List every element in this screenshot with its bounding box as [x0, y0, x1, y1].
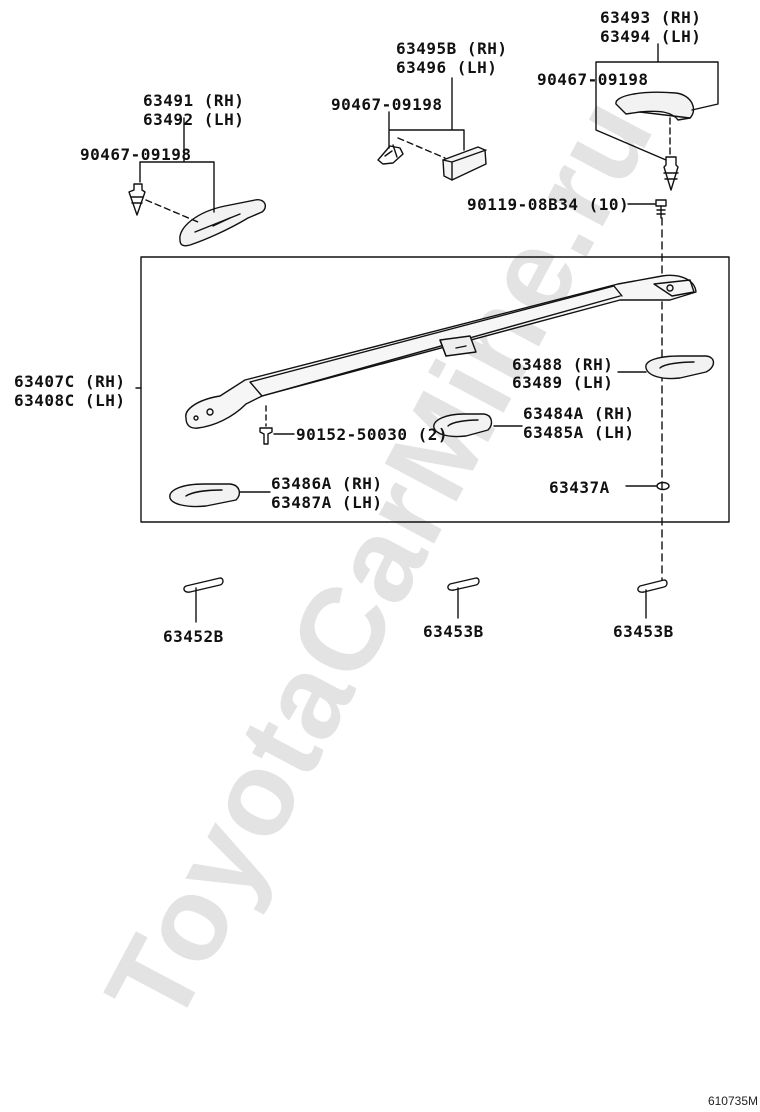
front-clip [128, 183, 146, 216]
front-pad [169, 483, 241, 508]
middle-cover-leader [388, 77, 465, 151]
front-clip-dash [145, 199, 199, 223]
label-screw: 90152-50030 (2) [296, 425, 448, 444]
label-cover-rear-rh: 63493 (RH) [600, 8, 702, 27]
figure-id: 610735M [707, 1094, 758, 1108]
rear-clip [663, 156, 679, 191]
front-end-cover [179, 199, 267, 247]
screw [259, 427, 273, 445]
middle-clip-dash [397, 137, 446, 159]
roof-rail [185, 274, 697, 429]
label-pad-mid-lh: 63485A (LH) [523, 423, 635, 442]
label-bolt: 90119-08B34 (10) [467, 195, 630, 214]
middle-cover [442, 146, 487, 181]
label-pad-rear-rh: 63488 (RH) [512, 355, 614, 374]
rear-cover-leader [595, 43, 719, 161]
middle-clip [377, 144, 404, 165]
gasket-middle [447, 577, 480, 619]
label-gasket-rear: 63453B [613, 622, 674, 641]
gasket-rear [637, 579, 668, 619]
rear-pad [645, 355, 715, 380]
label-gasket-mid: 63453B [423, 622, 484, 641]
label-cap: 63437A [549, 478, 610, 497]
label-clip-c: 90467-09198 [537, 70, 649, 89]
label-clip-b: 90467-09198 [331, 95, 443, 114]
label-cover-mid-lh: 63496 (LH) [396, 58, 498, 77]
cap [656, 481, 670, 491]
label-cover-mid-rh: 63495B (RH) [396, 39, 508, 58]
label-gasket-front: 63452B [163, 627, 224, 646]
middle-pad [433, 413, 493, 438]
label-pad-mid-rh: 63484A (RH) [523, 404, 635, 423]
label-cover-front-rh: 63491 (RH) [143, 91, 245, 110]
assembly-frame [140, 256, 730, 523]
front-cover-leader [139, 117, 215, 213]
label-pad-front-lh: 63487A (LH) [271, 493, 383, 512]
bolt [655, 199, 667, 219]
gasket-front [183, 577, 224, 623]
label-pad-rear-lh: 63489 (LH) [512, 373, 614, 392]
label-rail-rh: 63407C (RH) [14, 372, 126, 391]
rear-end-cover [615, 91, 695, 121]
label-cover-rear-lh: 63494 (LH) [600, 27, 702, 46]
label-rail-lh: 63408C (LH) [14, 391, 126, 410]
label-pad-front-rh: 63486A (RH) [271, 474, 383, 493]
label-clip-a: 90467-09198 [80, 145, 192, 164]
label-cover-front-lh: 63492 (LH) [143, 110, 245, 129]
